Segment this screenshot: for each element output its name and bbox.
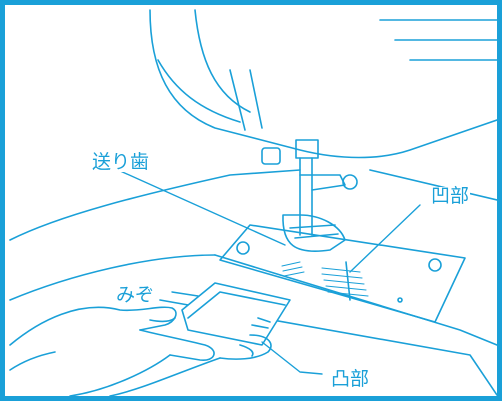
- machine-bed: [9, 169, 497, 396]
- concave-part-label: 凹部: [430, 185, 471, 207]
- groove-label: みぞ: [115, 284, 156, 306]
- bobbin-cover: [181, 282, 291, 346]
- convex-part-label: 凸部: [330, 368, 371, 390]
- machine-arm: [149, 9, 497, 159]
- needle-plate: [219, 224, 466, 323]
- leader-lines: [117, 169, 421, 375]
- presser-foot: [261, 139, 358, 252]
- hands: [9, 306, 272, 396]
- sewing-machine-illustration: [9, 9, 497, 396]
- feed-dogs-label: 送り歯: [91, 151, 151, 173]
